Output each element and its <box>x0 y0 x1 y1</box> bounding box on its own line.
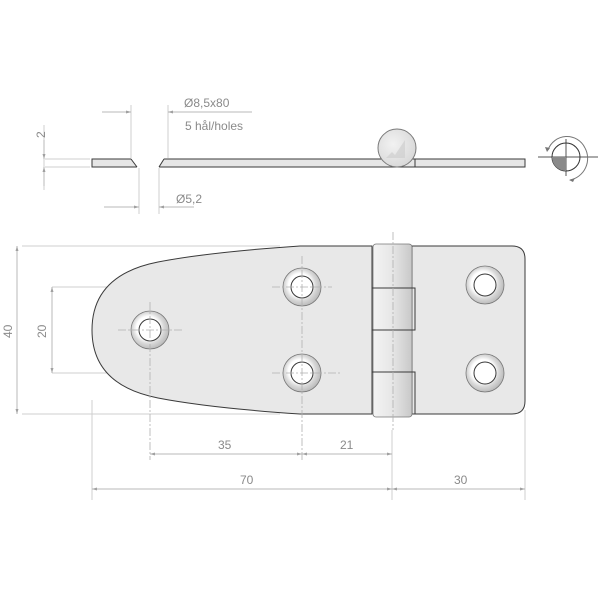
holes-count-label: 5 hål/holes <box>185 119 243 133</box>
length-70-label: 70 <box>240 473 254 487</box>
hole-spacing-35-label: 35 <box>218 438 232 452</box>
hole-spacing-21-label: 21 <box>340 438 354 452</box>
knuckle-side <box>377 128 417 168</box>
length-30-label: 30 <box>454 473 468 487</box>
hole <box>465 353 505 393</box>
right-leaf <box>411 245 526 415</box>
side-plate <box>91 158 526 168</box>
side-view: 2 Ø8,5x80 5 hål/holes Ø5,2 <box>34 96 526 214</box>
hole-diameter-label: Ø5,2 <box>176 192 202 206</box>
top-view: 40 20 35 21 70 30 <box>1 232 526 500</box>
rotation-symbol-icon <box>538 136 598 182</box>
hole <box>465 265 505 305</box>
countersink-label: Ø8,5x80 <box>184 96 230 110</box>
thickness-label: 2 <box>34 131 48 138</box>
hole-spacing-20-label: 20 <box>35 324 49 338</box>
height-40-label: 40 <box>1 324 15 338</box>
